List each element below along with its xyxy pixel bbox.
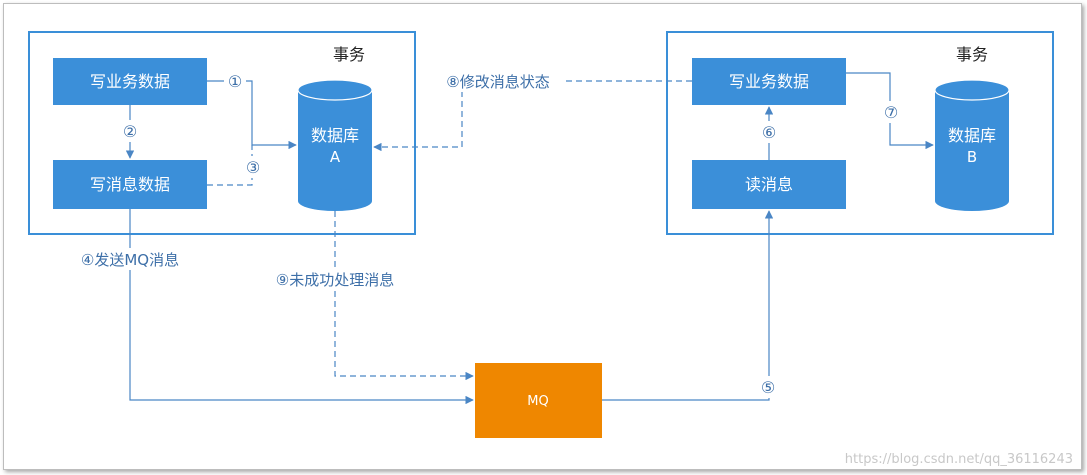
db-a-label-line1: 数据库 [311, 126, 359, 145]
mq-label: MQ [527, 394, 548, 409]
step-6-label: ⑥ [762, 123, 776, 142]
step-3-label: ③ [246, 158, 260, 177]
db-a-label-line2: A [330, 148, 341, 166]
db-b-cylinder [934, 79, 1010, 211]
read-msg-label: 读消息 [745, 175, 793, 194]
db-b-label-line2: B [967, 148, 977, 166]
step-2-label: ② [123, 122, 137, 141]
connector-step-4 [129, 209, 474, 405]
step-9-label: ⑨未成功处理消息 [276, 271, 394, 289]
transaction-a-frame [28, 31, 416, 235]
read-msg-box [692, 160, 846, 209]
transaction-b-title: 事务 [956, 45, 988, 64]
db-b-label-line1: 数据库 [948, 126, 996, 145]
step-4-label: ④发送MQ消息 [81, 251, 179, 269]
mq-box [475, 363, 602, 438]
write-msg-label: 写消息数据 [90, 175, 170, 194]
write-biz-b-box [692, 58, 846, 105]
write-biz-b-label: 写业务数据 [729, 72, 809, 91]
connector-step-1 [207, 80, 297, 150]
watermark: https://blog.csdn.net/qq_36116243 [844, 452, 1073, 467]
transaction-b-frame [666, 31, 1054, 235]
step-1-label: ① [228, 72, 242, 91]
write-biz-a-label: 写业务数据 [90, 72, 170, 91]
db-a-cylinder [297, 79, 373, 211]
write-msg-box [53, 160, 207, 209]
connector-step-9 [334, 211, 474, 381]
step-5-label: ⑤ [761, 378, 775, 397]
connector-step-5 [602, 210, 774, 401]
write-biz-a-box [53, 58, 207, 105]
step-7-label: ⑦ [884, 103, 898, 122]
step-8-label: ⑧修改消息状态 [446, 73, 549, 91]
transaction-a-title: 事务 [333, 45, 365, 64]
connector-step-8 [373, 80, 692, 152]
